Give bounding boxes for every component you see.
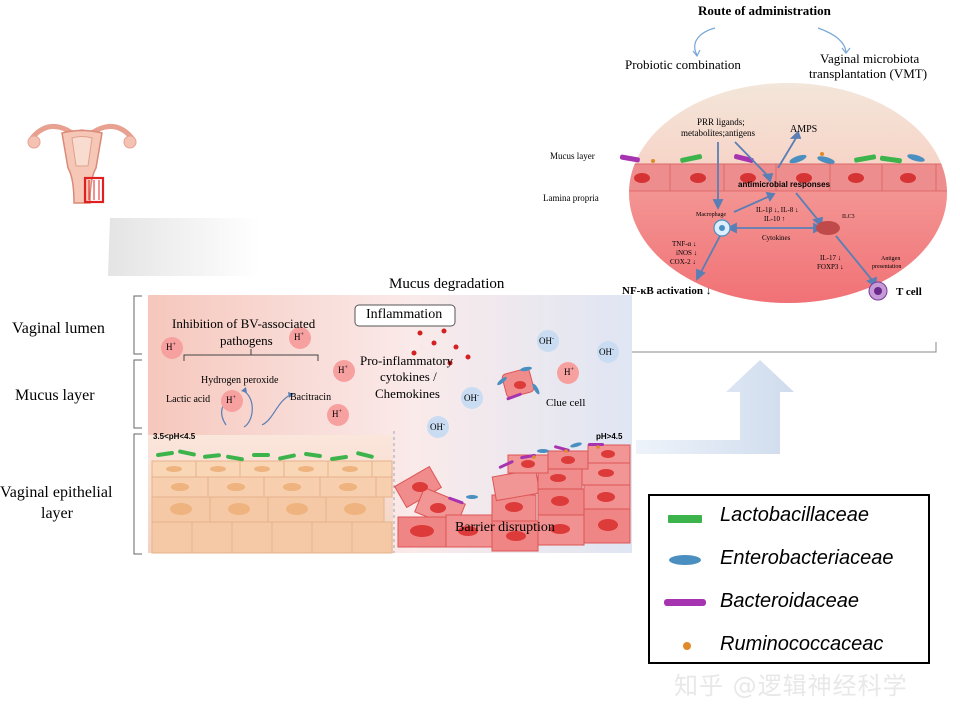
il17-label-1: IL-17 ↓ xyxy=(820,254,842,262)
epithelial-label-2: layer xyxy=(41,505,73,522)
t-cell-icon xyxy=(868,281,888,301)
transition-arrow xyxy=(636,360,794,454)
ion-circles xyxy=(161,327,619,438)
h-ion-5: H+ xyxy=(332,409,342,419)
antimicrobial-label: antimicrobial responses xyxy=(738,180,831,189)
watermark: 知乎 @逻辑神经科学 xyxy=(674,672,908,700)
disrupted-epithelium xyxy=(393,444,631,552)
left-brackets xyxy=(133,295,142,555)
barrier-disruption-label: Barrier disruption xyxy=(455,520,555,535)
cytokine-dots xyxy=(411,328,471,366)
perspective-backdrop xyxy=(108,218,260,276)
proinflammatory-label-3: Chemokines xyxy=(375,386,440,401)
il10-label: IL-10 ↑ xyxy=(764,215,786,223)
ilc3-cell-icon xyxy=(816,221,840,235)
lactic-acid-label: Lactic acid xyxy=(166,394,211,405)
h-ion-1: H+ xyxy=(166,342,176,352)
proinflammatory-label-2: cytokines / xyxy=(380,369,437,384)
il1-label: IL-1β ↓, IL-8 ↓ xyxy=(756,206,799,214)
inflammation-box xyxy=(354,304,456,327)
legend-label: Bacteroidaceae xyxy=(720,590,859,612)
antigen-label-2: presentation xyxy=(872,264,902,270)
oh-ion-1: OH- xyxy=(539,336,554,346)
immune-panel xyxy=(619,83,947,303)
ilc3-label: ILC3 xyxy=(842,214,855,220)
lactobacillaceae-swatch-icon xyxy=(668,515,702,523)
oh-ion-2: OH- xyxy=(599,347,614,357)
inhibition-label-2: pathogens xyxy=(220,333,273,348)
route-vmt-line1: Vaginal microbiota xyxy=(820,51,920,66)
route-probiotic: Probiotic combination xyxy=(625,57,741,72)
enterobacteriaceae-swatch-icon xyxy=(669,555,701,565)
bacitracin-label: Bacitracin xyxy=(290,392,332,403)
legend-item: Enterobacteriaceae xyxy=(650,543,928,573)
ph-left-label: 3.5<pH<4.5 xyxy=(153,432,196,441)
mucus-layer-label: Mucus layer xyxy=(15,387,95,404)
cytokines-label: Cytokines xyxy=(762,234,791,242)
tnf-label-3: COX-2 ↓ xyxy=(670,258,696,266)
healthy-epithelium xyxy=(151,460,393,554)
nfkb-label: NF-κB activation ↓ xyxy=(622,285,712,297)
oh-ion-3: OH- xyxy=(464,393,479,403)
antigen-label-1: Antigen xyxy=(881,256,901,262)
tcell-label: T cell xyxy=(896,286,922,298)
legend-item: Ruminococcaceac xyxy=(650,629,928,659)
macrophage-cell-icon xyxy=(713,219,731,237)
legend-label: Lactobacillaceae xyxy=(720,504,869,526)
inhibition-label-1: Inhibition of BV-associated xyxy=(172,316,316,331)
legend-item: Lactobacillaceae xyxy=(650,500,928,530)
hydrogen-peroxide-label: Hydrogen peroxide xyxy=(201,375,279,386)
vaginal-lumen-label: Vaginal lumen xyxy=(12,320,105,337)
prr-label-1: PRR ligands; xyxy=(697,117,745,127)
macrophage-label: Macrophage xyxy=(696,212,726,218)
il17-label-2: FOXP3 ↓ xyxy=(817,263,844,271)
route-arrows xyxy=(692,27,851,58)
uterus-icon xyxy=(27,123,137,204)
legend: Lactobacillaceae Enterobacteriaceae Bact… xyxy=(648,494,930,664)
tnf-label-1: TNF-α ↓ xyxy=(672,240,697,248)
ruminococcaceac-swatch-icon xyxy=(683,642,691,650)
clue-cell-icon xyxy=(497,366,540,401)
amps-label: AMPS xyxy=(790,124,818,135)
epithelial-label-1: Vaginal epithelial xyxy=(0,484,113,501)
immune-lamina-label: Lamina propria xyxy=(543,193,599,203)
legend-item: Bacteroidaceae xyxy=(650,586,928,616)
tnf-label-2: iNOS ↓ xyxy=(676,249,698,257)
h-ion-6: H+ xyxy=(564,367,574,377)
h-ion-4: H+ xyxy=(226,395,236,405)
ph-right-label: pH>4.5 xyxy=(596,432,623,441)
route-title: Route of administration xyxy=(698,3,831,18)
vaginal-panel xyxy=(148,295,632,554)
route-vmt-line2: transplantation (VMT) xyxy=(809,66,928,81)
immune-mucus-label: Mucus layer xyxy=(550,151,595,161)
clue-cell-label: Clue cell xyxy=(546,397,586,409)
h-ion-3: H+ xyxy=(338,365,348,375)
prr-label-2: metabolites;antigens xyxy=(681,128,755,138)
bacteroidaceae-swatch-icon xyxy=(664,599,706,606)
oh-ion-4: OH- xyxy=(430,422,445,432)
inflammation-label: Inflammation xyxy=(366,307,443,322)
legend-label: Ruminococcaceac xyxy=(720,633,884,655)
legend-label: Enterobacteriaceae xyxy=(720,547,894,569)
proinflammatory-label-1: Pro-inflammatory xyxy=(360,353,454,368)
h-ion-2: H+ xyxy=(294,332,304,342)
mucus-degradation-label: Mucus degradation xyxy=(389,276,505,292)
